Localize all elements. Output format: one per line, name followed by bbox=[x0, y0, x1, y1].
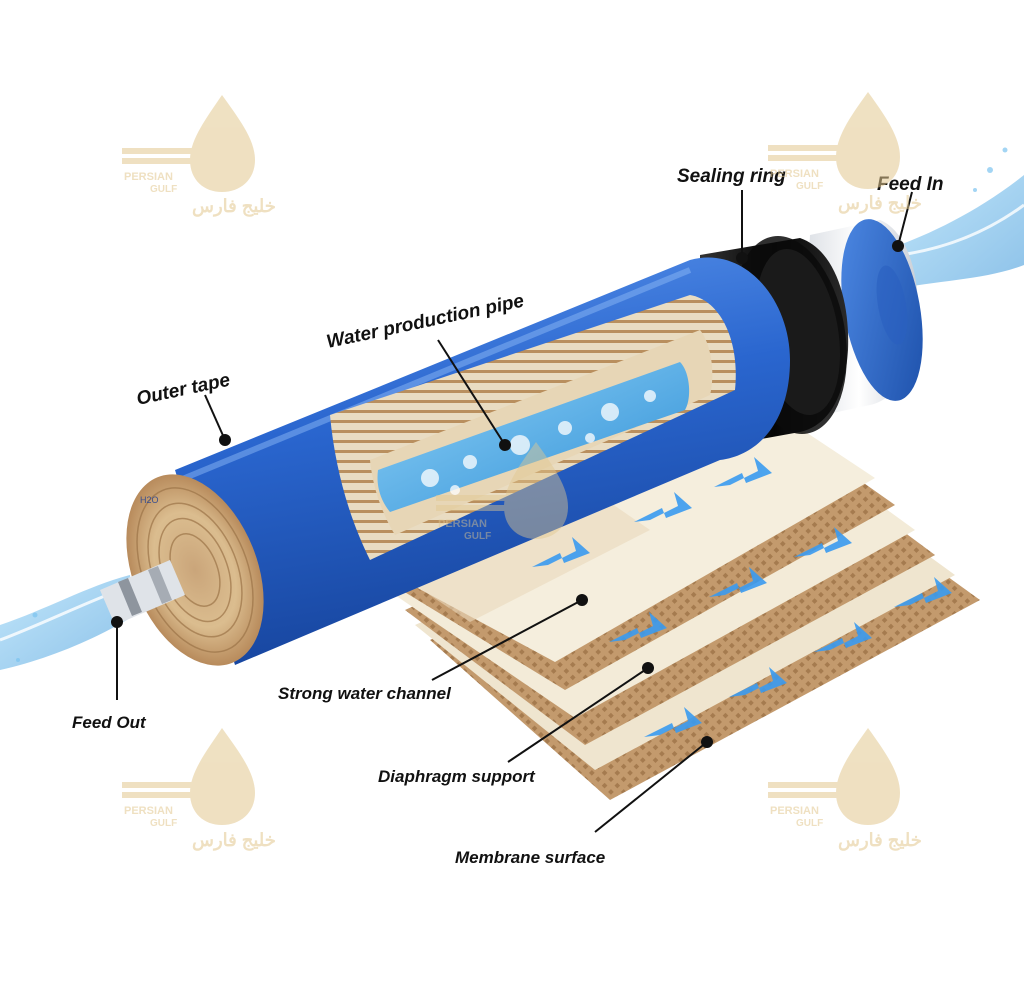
leader-feed-in bbox=[892, 191, 913, 252]
watermark-arabic: خلیج فارس bbox=[838, 830, 922, 851]
watermark-arabic: خلیج فارس bbox=[192, 196, 276, 217]
flow-arrow bbox=[714, 457, 772, 487]
flow-arrow bbox=[709, 567, 767, 597]
flow-arrow bbox=[729, 667, 787, 697]
label-sealing-ring: Sealing ring bbox=[677, 166, 786, 187]
unrolled-membrane-layers bbox=[370, 395, 980, 800]
leader-diaphragm-support bbox=[507, 662, 654, 763]
flow-arrow bbox=[644, 707, 702, 737]
watermark-line1: PERSIAN bbox=[770, 168, 819, 180]
watermark-arabic: خلیج فارس bbox=[192, 830, 276, 851]
leader-outer-tape bbox=[204, 394, 231, 446]
end-cap-mark: H2O bbox=[140, 495, 159, 505]
feed-out-nozzle bbox=[100, 560, 185, 625]
label-diaphragm-support: Diaphragm support bbox=[378, 767, 536, 786]
label-strong-water-channel: Strong water channel bbox=[278, 684, 452, 703]
water-production-pipe-tube bbox=[377, 362, 690, 512]
flow-arrow bbox=[794, 527, 852, 557]
watermark-arabic: خلیج فارس bbox=[838, 193, 922, 214]
feed-out-end-face: H2O bbox=[126, 474, 264, 666]
watermark-top-left: PERSIAN GULF خلیج فارس bbox=[122, 95, 276, 217]
leader-strong-water-channel bbox=[431, 594, 588, 681]
label-feed-in: Feed In bbox=[877, 174, 944, 195]
feed-in-water-splash bbox=[885, 147, 1024, 290]
watermark-top-right: PERSIAN GULF خلیج فارس bbox=[768, 92, 922, 214]
watermark-center: PERSIAN GULF bbox=[436, 442, 568, 542]
watermark-line2: GULF bbox=[464, 531, 491, 542]
leader-water-pipe bbox=[437, 339, 511, 451]
label-outer-tape: Outer tape bbox=[135, 370, 233, 410]
leader-membrane-surface bbox=[594, 736, 713, 833]
label-feed-out: Feed Out bbox=[72, 713, 147, 732]
flow-arrow bbox=[894, 577, 952, 607]
label-membrane-surface: Membrane surface bbox=[455, 848, 605, 867]
watermark-line2: GULF bbox=[150, 818, 177, 829]
watermark-line2: GULF bbox=[150, 184, 177, 195]
cutaway-rolled-layers bbox=[330, 295, 736, 560]
watermark-line2: GULF bbox=[796, 181, 823, 192]
flow-arrow bbox=[634, 492, 692, 522]
watermark-line1: PERSIAN bbox=[770, 805, 819, 817]
flow-arrow bbox=[814, 622, 872, 652]
watermark-line2: GULF bbox=[796, 818, 823, 829]
flow-arrow bbox=[532, 537, 590, 567]
watermark-line1: PERSIAN bbox=[438, 518, 487, 530]
watermark-bottom-left: PERSIAN GULF خلیج فارس bbox=[122, 728, 276, 851]
watermark-bottom-right: PERSIAN GULF خلیج فارس bbox=[768, 728, 922, 851]
permeate-flow-arrows bbox=[532, 457, 952, 737]
watermark-line1: PERSIAN bbox=[124, 805, 173, 817]
watermark-line1: PERSIAN bbox=[124, 171, 173, 183]
leader-lines bbox=[111, 190, 913, 833]
flow-arrow bbox=[609, 612, 667, 642]
